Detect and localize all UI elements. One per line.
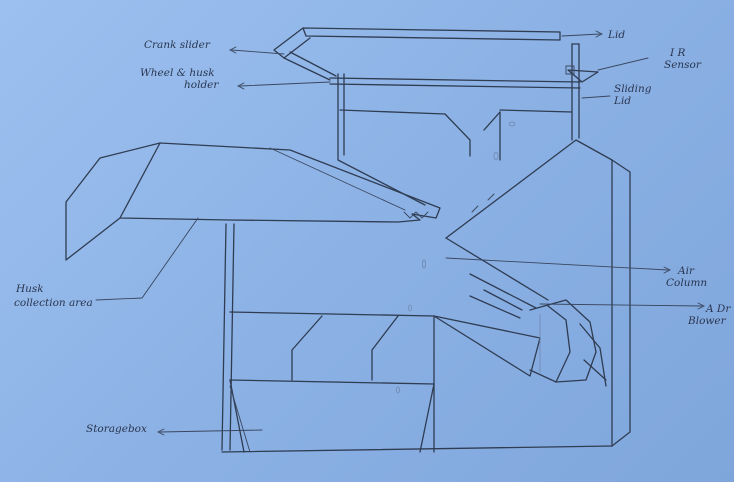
- labels: Lid I R Sensor Sliding Lid Crank slider …: [14, 29, 731, 435]
- label-husk-1: Husk: [15, 283, 44, 295]
- inner-hopper: [338, 74, 572, 205]
- label-wheel-husk-2: holder: [184, 79, 219, 91]
- label-air-column-2: Column: [666, 277, 707, 289]
- label-wheel-husk-1: Wheel & husk: [140, 67, 215, 79]
- air-column-body: [446, 140, 630, 446]
- label-ir-sensor-2: Sensor: [664, 59, 702, 71]
- label-storage-box: Storagebox: [86, 423, 147, 435]
- label-air-blower-1: A Dr: [705, 303, 731, 315]
- lid-part: [274, 28, 560, 80]
- label-sliding-lid-2: Lid: [613, 95, 631, 107]
- right-support: [566, 44, 598, 140]
- label-crank-slider: Crank slider: [144, 39, 211, 51]
- label-husk-2: collection area: [14, 297, 93, 309]
- leader-arrows: [96, 31, 704, 435]
- label-air-blower-2: Blower: [687, 315, 727, 327]
- storage-box: [222, 380, 612, 452]
- label-ir-sensor-1: I R: [669, 47, 685, 59]
- air-blower: [434, 274, 606, 386]
- husk-collection-chute: [66, 143, 440, 260]
- wheel-husk-holder-bar: [330, 78, 580, 88]
- lower-frame: [222, 224, 434, 452]
- label-lid: Lid: [607, 29, 625, 41]
- label-sliding-lid-1: Sliding: [614, 83, 652, 95]
- pencil-smudges: [397, 122, 516, 393]
- label-air-column-1: Air: [677, 265, 695, 277]
